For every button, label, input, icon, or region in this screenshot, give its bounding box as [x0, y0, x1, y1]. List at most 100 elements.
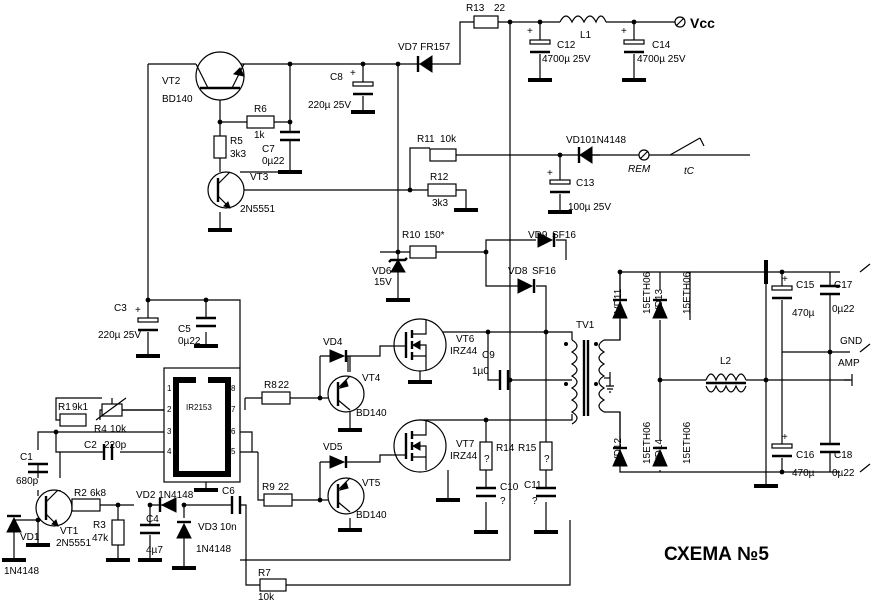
resistor-r3-icon — [111, 519, 125, 546]
label-vd1: VD1 — [20, 532, 40, 543]
label-l1: L1 — [580, 30, 592, 41]
label-c14-value: 4700µ 25V — [637, 54, 686, 65]
capacitor-c12-icon — [529, 39, 551, 45]
ic-pin-6: 6 — [231, 427, 236, 436]
junction — [631, 19, 637, 25]
label-r5: R5 — [230, 136, 243, 147]
label-vd6-value: 15V — [374, 277, 392, 288]
label-ic: IR2153 — [186, 403, 212, 412]
label-vt5: VT5 — [362, 478, 381, 489]
ic-pin-1: 1 — [167, 384, 172, 393]
zener-vd6-icon — [390, 259, 406, 273]
label-c16: C16 — [796, 450, 815, 461]
inductor-l2-icon — [705, 373, 747, 393]
resistor-r9-icon — [263, 493, 293, 507]
label-c14: C14 — [652, 40, 671, 51]
label-c12: C12 — [557, 40, 576, 51]
label-rem: REM — [628, 164, 651, 175]
label-r12: R12 — [430, 172, 449, 183]
label-r3: R3 — [93, 520, 106, 531]
label-r13-value: 22 — [494, 3, 506, 14]
label-c3-value: 220µ 25V — [98, 330, 141, 341]
junction — [395, 61, 401, 67]
label-vd5: VD5 — [323, 442, 343, 453]
label-c8-value: 220µ 25V — [308, 100, 351, 111]
resistor-r5-icon — [213, 135, 227, 159]
junction-dots — [35, 19, 833, 523]
label-c1: C1 — [20, 452, 33, 463]
label-r8-value: 22 — [278, 380, 290, 391]
junction — [217, 119, 223, 125]
label-vt7-type: IRZ44 — [450, 451, 478, 462]
trimmer-r4-icon — [101, 403, 123, 417]
scheme-title: СХЕМА №5 — [664, 544, 769, 565]
label-vd6: VD6 — [372, 266, 392, 277]
ic-pin-4: 4 — [167, 447, 172, 456]
label-vd14: VD14 — [654, 439, 665, 464]
label-vd2: VD2 1N4148 — [136, 490, 194, 501]
diode-vd8-icon — [517, 278, 534, 294]
label-c3: C3 — [114, 303, 127, 314]
label-c5: C5 — [178, 324, 191, 335]
junction — [317, 395, 323, 401]
capacitor-c3-icon — [137, 317, 159, 323]
label-vd4: VD4 — [323, 337, 343, 348]
junction — [543, 329, 549, 335]
diode-vd4-icon — [329, 349, 346, 363]
label-vt1-type: 2N5551 — [56, 538, 91, 549]
label-r1-value: 9k1 — [72, 402, 89, 413]
capacitor-c13-icon — [549, 179, 571, 185]
label-tc: tC — [684, 166, 695, 177]
thermal-switch-icon — [669, 137, 705, 156]
label-c4-value: 4µ7 — [146, 545, 163, 556]
capacitor-c15-icon — [771, 285, 793, 291]
label-c7-value: 0µ22 — [262, 156, 285, 167]
label-c15: C15 — [796, 280, 815, 291]
label-vt2-type: BD140 — [162, 94, 193, 105]
label-vt1: VT1 — [60, 526, 79, 537]
junction — [395, 249, 401, 255]
junction — [827, 349, 833, 355]
junction — [483, 249, 489, 255]
label-c17-value: 0µ22 — [832, 304, 855, 315]
capacitor-c14-icon — [623, 39, 645, 45]
label-c7: C7 — [262, 144, 275, 155]
label-c18: C18 — [834, 450, 853, 461]
junction — [763, 377, 769, 383]
label-r1: R1 — [58, 402, 71, 413]
label-r13: R13 — [466, 3, 485, 14]
label-c6-value: 10n — [220, 522, 237, 533]
label-c11: C11 — [524, 480, 542, 491]
label-r10: R10 — [402, 230, 421, 241]
junction — [483, 417, 489, 423]
ic-pin-8: 8 — [231, 384, 236, 393]
diode-vd12-icon — [612, 446, 628, 467]
label-r9: R9 — [262, 482, 275, 493]
label-vd7: VD7 FR157 — [398, 42, 451, 53]
label-r6: R6 — [254, 104, 267, 115]
label-vt5-type: BD140 — [356, 510, 387, 521]
label-c10-value: ? — [500, 496, 506, 507]
label-vd8-type: SF16 — [532, 266, 556, 277]
label-r6-value: 1k — [254, 130, 266, 141]
label-r14-value: ? — [484, 454, 490, 465]
junction — [617, 269, 623, 275]
label-c15-value: 470µ — [792, 308, 815, 319]
label-c10: C10 — [500, 482, 519, 493]
label-vt4-type: BD140 — [356, 408, 387, 419]
label-c12-value: 4700µ 25V — [542, 54, 591, 65]
diode-vd9-icon — [537, 232, 554, 248]
junction — [115, 502, 121, 508]
label-vt4: VT4 — [362, 373, 381, 384]
junction — [287, 61, 293, 67]
label-c2-value: 220p — [104, 440, 127, 451]
label-vd14-type: 15ETH06 — [682, 421, 693, 464]
ic-pin-3: 3 — [167, 427, 172, 436]
junction — [657, 377, 663, 383]
label-vd1-type: 1N4148 — [4, 566, 39, 577]
ic-pin-5: 5 — [231, 447, 236, 456]
diode-vd14-icon — [652, 446, 668, 467]
label-r7: R7 — [258, 568, 271, 579]
junction — [287, 119, 293, 125]
